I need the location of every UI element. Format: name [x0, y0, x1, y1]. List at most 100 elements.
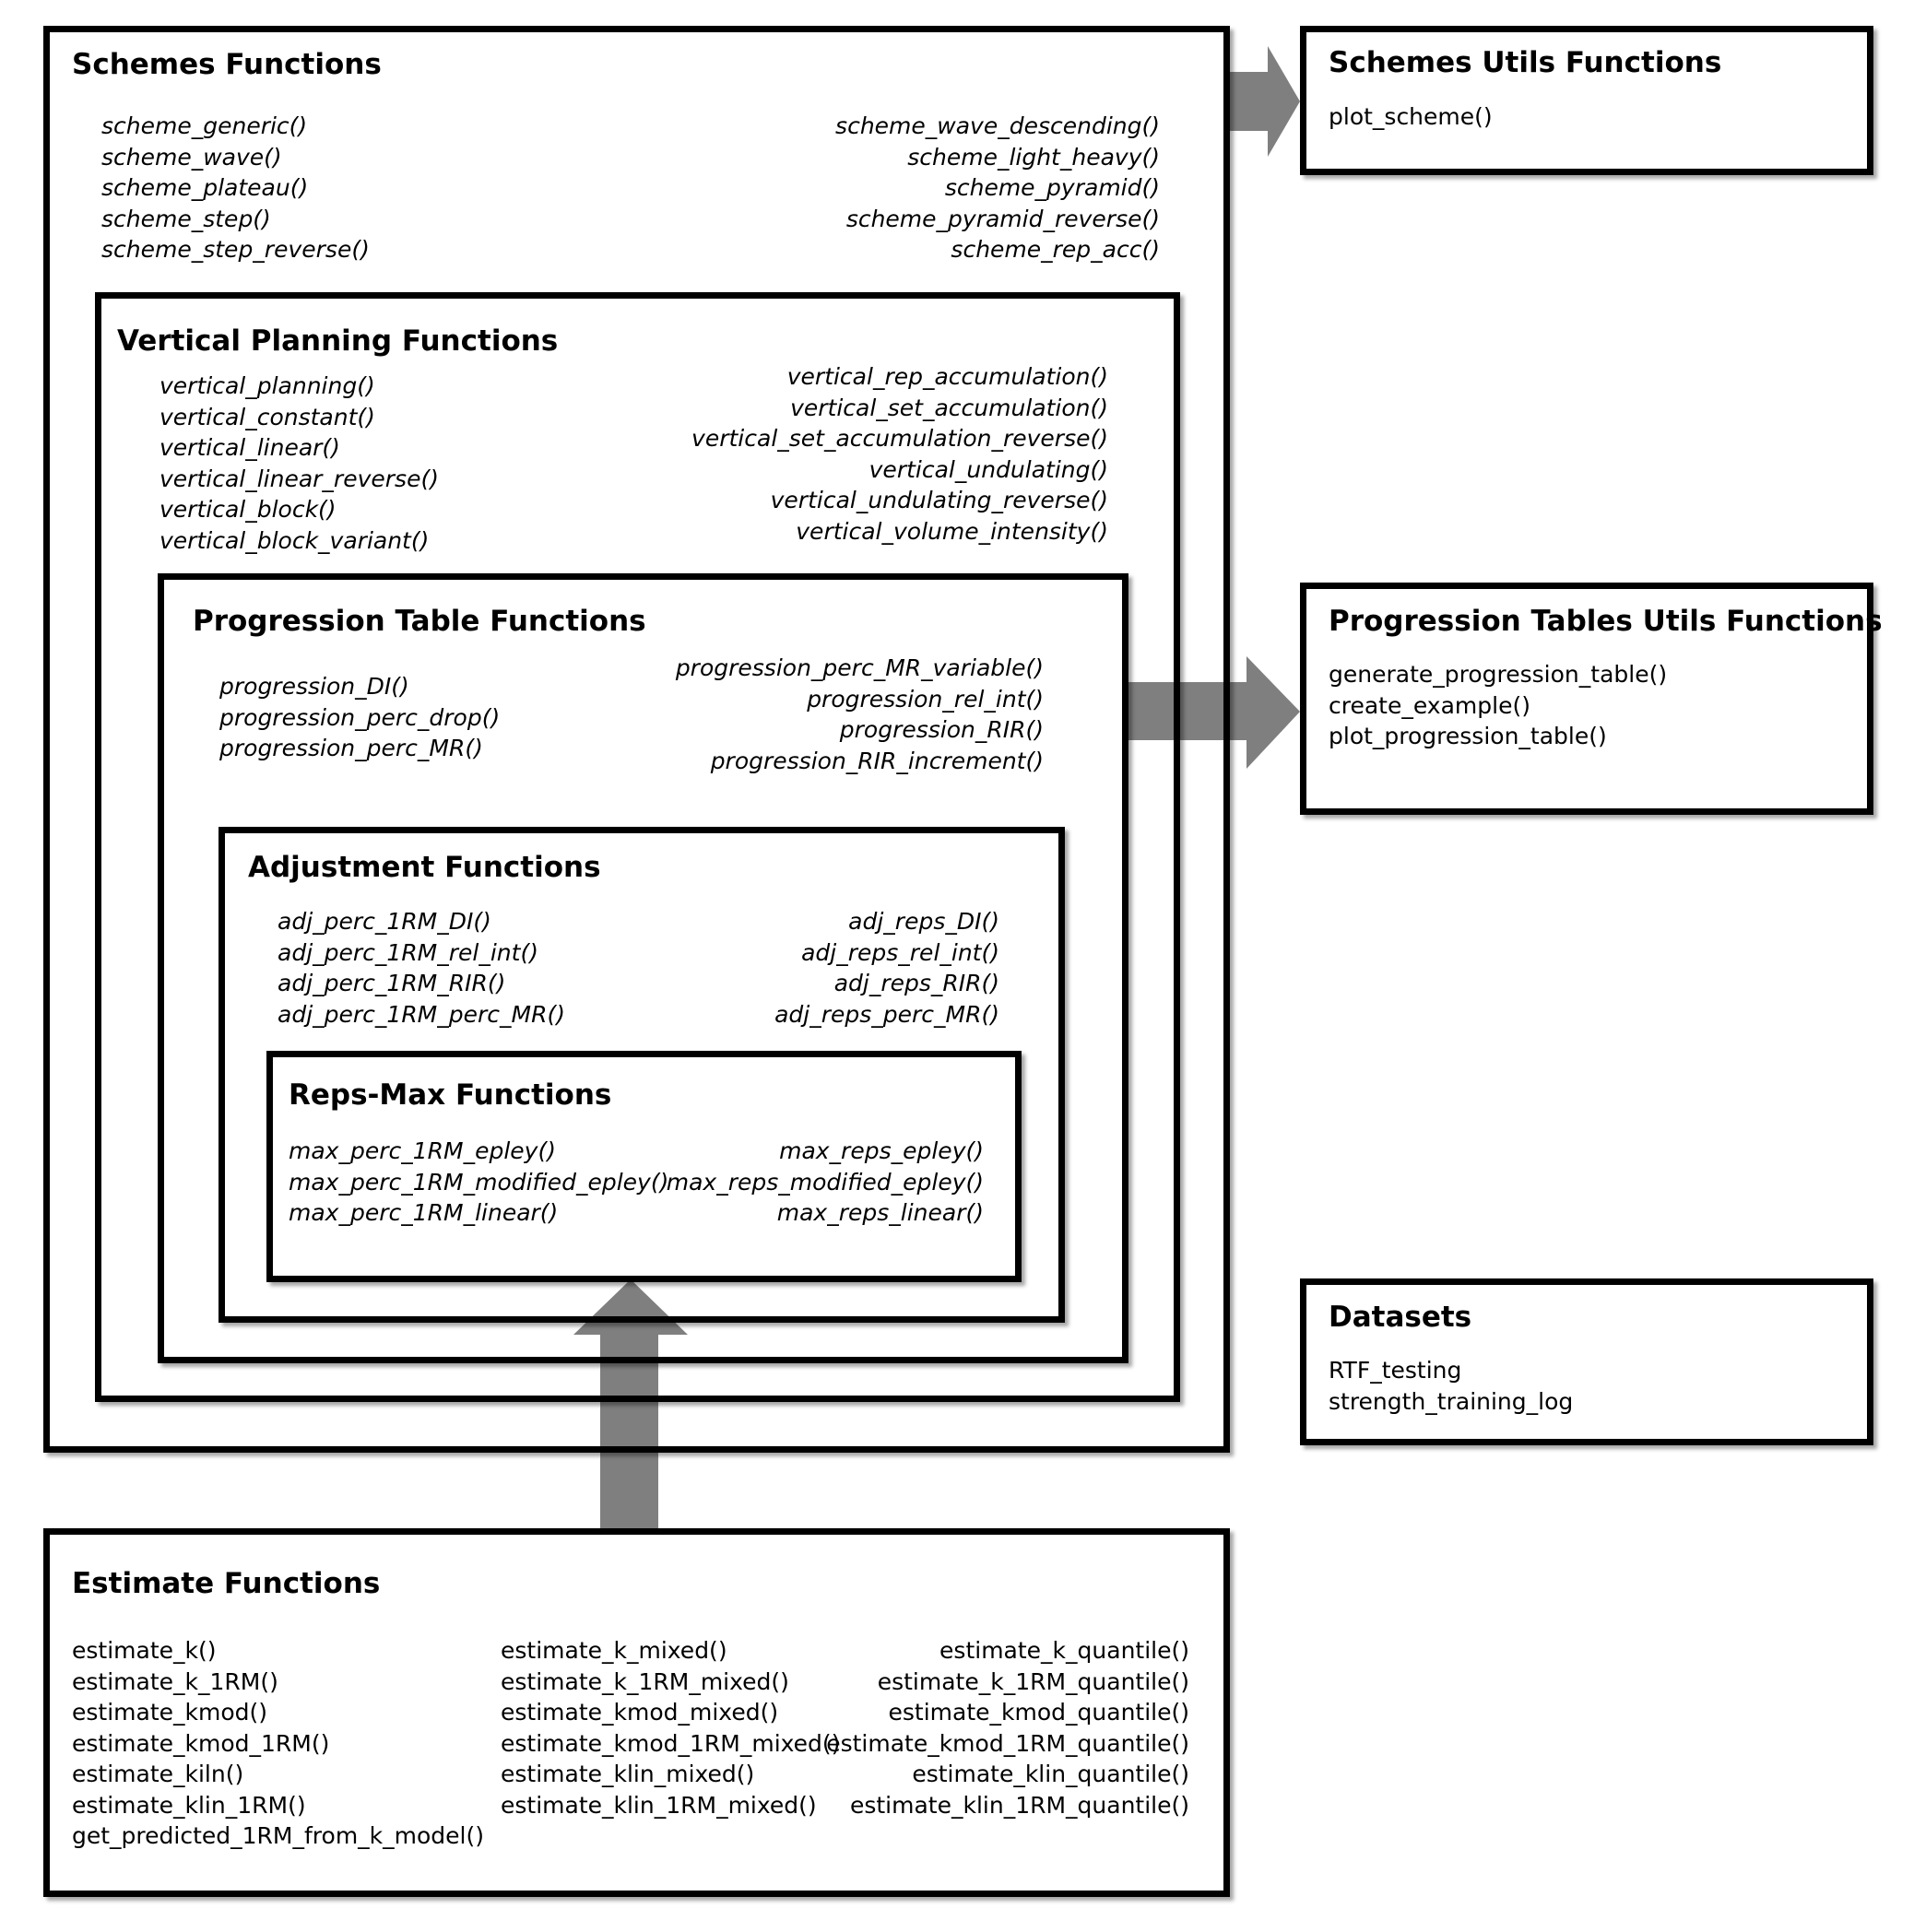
- function-item: adj_perc_1RM_DI(): [278, 908, 491, 935]
- function-item: adj_reps_perc_MR(): [774, 1000, 999, 1028]
- function-item: adj_reps_RIR(): [833, 970, 999, 996]
- function-item: adj_perc_1RM_rel_int(): [278, 938, 538, 966]
- vertical-right-list: vertical_rep_accumulation() vertical_set…: [691, 361, 1108, 547]
- dataset-item: strength_training_log: [1329, 1387, 1574, 1415]
- function-item: estimate_klin_1RM(): [72, 1791, 306, 1819]
- function-item: vertical_block_variant(): [160, 526, 430, 554]
- schemes-right-list: scheme_wave_descending() scheme_light_he…: [835, 111, 1160, 265]
- adjustment-right-list: adj_reps_DI() adj_reps_rel_int() adj_rep…: [774, 906, 999, 1030]
- function-item: scheme_plateau(): [101, 174, 309, 201]
- dataset-item: RTF_testing: [1329, 1357, 1462, 1384]
- progression-table-box: [158, 573, 1128, 1363]
- function-item: scheme_step(): [101, 205, 271, 232]
- function-item: plot_scheme(): [1329, 103, 1493, 130]
- function-item: adj_perc_1RM_perc_MR(): [278, 1000, 565, 1028]
- function-item: vertical_constant(): [160, 403, 375, 430]
- function-item: estimate_klin_mixed(): [501, 1761, 755, 1787]
- function-item: progression_RIR_increment(): [710, 747, 1044, 774]
- function-item: vertical_undulating(): [868, 455, 1108, 483]
- progression-left-list: progression_DI() progression_perc_drop()…: [219, 671, 500, 764]
- function-item: vertical_planning(): [160, 372, 375, 399]
- estimate-functions-title: Estimate Functions: [72, 1567, 381, 1600]
- arrow-progression-to-utils: [1122, 656, 1300, 769]
- datasets-title: Datasets: [1329, 1301, 1472, 1334]
- schemes-functions-box: [43, 26, 1230, 1453]
- schemes-left-list: scheme_generic() scheme_wave() scheme_pl…: [101, 111, 370, 265]
- function-item: estimate_kmod(): [72, 1699, 268, 1726]
- function-item: progression_DI(): [219, 673, 409, 700]
- function-item: progression_perc_MR_variable(): [675, 654, 1044, 681]
- estimate-functions-box: [43, 1528, 1230, 1897]
- function-item: estimate_k_1RM_quantile(): [877, 1667, 1189, 1695]
- arrow-estimate-to-repsmax: [573, 1279, 688, 1530]
- function-item: progression_rel_int(): [807, 685, 1044, 713]
- function-item: estimate_klin_1RM_mixed(): [501, 1791, 817, 1819]
- function-item: vertical_rep_accumulation(): [786, 363, 1108, 390]
- estimate-col2-list: estimate_k_mixed() estimate_k_1RM_mixed(…: [501, 1635, 840, 1820]
- function-item: vertical_linear_reverse(): [160, 465, 439, 492]
- function-item: max_perc_1RM_modified_epley(): [289, 1168, 669, 1196]
- progression-right-list: progression_perc_MR_variable() progressi…: [676, 653, 1044, 776]
- function-item: scheme_rep_acc(): [951, 236, 1160, 263]
- function-item: vertical_block(): [160, 496, 337, 523]
- function-item: max_reps_linear(): [776, 1199, 984, 1226]
- adjustment-left-list: adj_perc_1RM_DI() adj_perc_1RM_rel_int()…: [278, 906, 565, 1030]
- function-item: estimate_kmod_1RM_quantile(): [826, 1729, 1189, 1757]
- function-item: vertical_undulating_reverse(): [770, 487, 1108, 513]
- schemes-utils-title: Schemes Utils Functions: [1329, 46, 1722, 79]
- progression-utils-title: Progression Tables Utils Functions: [1329, 605, 1883, 638]
- function-item: estimate_k(): [72, 1637, 217, 1664]
- function-item: vertical_set_accumulation(): [790, 394, 1108, 421]
- function-item: estimate_klin_quantile(): [912, 1761, 1189, 1787]
- function-item: adj_reps_DI(): [848, 908, 999, 935]
- function-item: adj_perc_1RM_RIR(): [278, 970, 506, 996]
- function-item: estimate_kmod_1RM(): [72, 1729, 330, 1757]
- estimate-col1-list: estimate_k() estimate_k_1RM() estimate_k…: [72, 1635, 484, 1852]
- function-item: scheme_light_heavy(): [907, 143, 1160, 171]
- function-item: estimate_klin_1RM_quantile(): [849, 1791, 1189, 1819]
- function-item: estimate_k_mixed(): [501, 1637, 727, 1664]
- function-item: max_reps_modified_epley(): [666, 1168, 984, 1196]
- estimate-col3-list: estimate_k_quantile() estimate_k_1RM_qua…: [826, 1635, 1189, 1820]
- adjustment-box: [219, 827, 1065, 1323]
- function-item: estimate_kmod_mixed(): [501, 1699, 779, 1726]
- function-item: estimate_k_quantile(): [939, 1637, 1189, 1664]
- function-item: vertical_volume_intensity(): [796, 517, 1108, 545]
- vertical-planning-box: [95, 292, 1180, 1402]
- function-item: progression_RIR(): [839, 716, 1044, 743]
- function-item: create_example(): [1329, 691, 1530, 719]
- function-item: scheme_step_reverse(): [101, 236, 370, 263]
- vertical-planning-title: Vertical Planning Functions: [117, 324, 559, 358]
- function-item: max_perc_1RM_linear(): [289, 1199, 559, 1226]
- function-item: progression_perc_drop(): [219, 703, 501, 731]
- function-item: get_predicted_1RM_from_k_model(): [72, 1822, 484, 1849]
- function-item: max_reps_epley(): [779, 1137, 984, 1164]
- function-item: estimate_kmod_1RM_mixed(): [501, 1729, 841, 1757]
- function-item: plot_progression_table(): [1329, 723, 1607, 749]
- adjustment-title: Adjustment Functions: [248, 851, 601, 884]
- function-item: estimate_kmod_quantile(): [888, 1699, 1189, 1726]
- function-item: scheme_wave(): [101, 143, 282, 171]
- vertical-left-list: vertical_planning() vertical_constant() …: [160, 371, 439, 556]
- progression-table-title: Progression Table Functions: [193, 605, 646, 638]
- arrow-schemes-to-utils: [1226, 46, 1300, 157]
- function-item: estimate_k_1RM(): [72, 1667, 278, 1695]
- progression-utils-box: [1300, 583, 1873, 815]
- schemes-utils-list: plot_scheme(): [1329, 101, 1493, 133]
- function-item: vertical_linear(): [160, 434, 340, 461]
- repsmax-left-list: max_perc_1RM_epley() max_perc_1RM_modifi…: [289, 1136, 668, 1229]
- function-item: progression_perc_MR(): [219, 735, 483, 761]
- function-item: scheme_wave_descending(): [835, 112, 1160, 139]
- function-item: scheme_generic(): [101, 112, 308, 139]
- function-item: generate_progression_table(): [1329, 661, 1668, 688]
- schemes-functions-title: Schemes Functions: [72, 48, 382, 81]
- reps-max-title: Reps-Max Functions: [289, 1078, 612, 1112]
- function-item: vertical_set_accumulation_reverse(): [691, 425, 1108, 452]
- function-item: estimate_kiln(): [72, 1761, 244, 1787]
- progression-utils-list: generate_progression_table() create_exam…: [1329, 659, 1667, 752]
- datasets-list: RTF_testing strength_training_log: [1329, 1355, 1573, 1417]
- function-item: scheme_pyramid_reverse(): [845, 205, 1160, 232]
- datasets-box: [1300, 1278, 1873, 1445]
- function-item: estimate_k_1RM_mixed(): [501, 1667, 789, 1695]
